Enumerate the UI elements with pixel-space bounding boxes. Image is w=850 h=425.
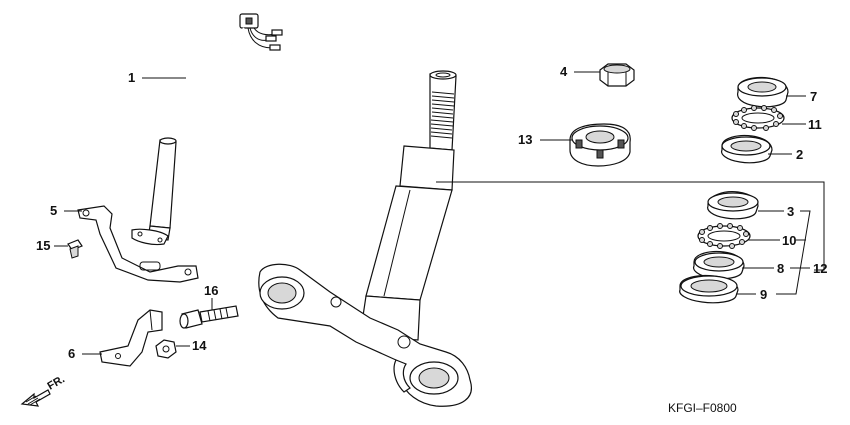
callout-14: 14 [192,338,207,353]
leader-lines [54,71,825,355]
callout-11: 11 [808,117,822,132]
callout-15: 15 [36,238,50,253]
part-15-bolt [67,239,83,259]
callout-2: 2 [796,147,803,162]
callout-6: 6 [68,346,75,361]
part-10-ball-bearing [697,223,751,249]
part-9-dust-seal [679,274,739,304]
part-6-lower-bracket [99,309,163,367]
callout-16: 16 [204,283,218,298]
callout-12: 12 [813,261,827,276]
part-2-race [721,134,773,164]
callout-7: 7 [810,89,817,104]
part-11-ball-bearing [731,105,785,131]
part-5-bracket [77,205,199,283]
callout-8: 8 [777,261,784,276]
callout-13: 13 [518,132,532,147]
front-direction-label: FR. [46,373,67,392]
diagram-code: KFGI–F0800 [668,401,737,415]
callout-4: 4 [560,64,568,79]
part-3-race [707,191,759,220]
part-7-dust-seal [737,76,789,108]
callout-5: 5 [50,203,57,218]
front-direction-arrow: FR. [20,373,67,407]
part-8-race [693,250,745,280]
callout-10: 10 [782,233,796,248]
callout-3: 3 [787,204,794,219]
callout-labels: 1 2 3 4 5 6 7 8 9 10 11 12 13 14 15 16 [36,64,827,361]
callout-9: 9 [760,287,767,302]
callout-1: 1 [128,70,135,85]
part-1-sensor-harness [131,13,283,246]
part-4-nut [599,63,635,87]
steering-stem-assembly [258,70,472,407]
part-13-adjusting-nut [569,123,631,167]
part-16-bolt [179,305,239,329]
part-14-nut [155,339,177,359]
